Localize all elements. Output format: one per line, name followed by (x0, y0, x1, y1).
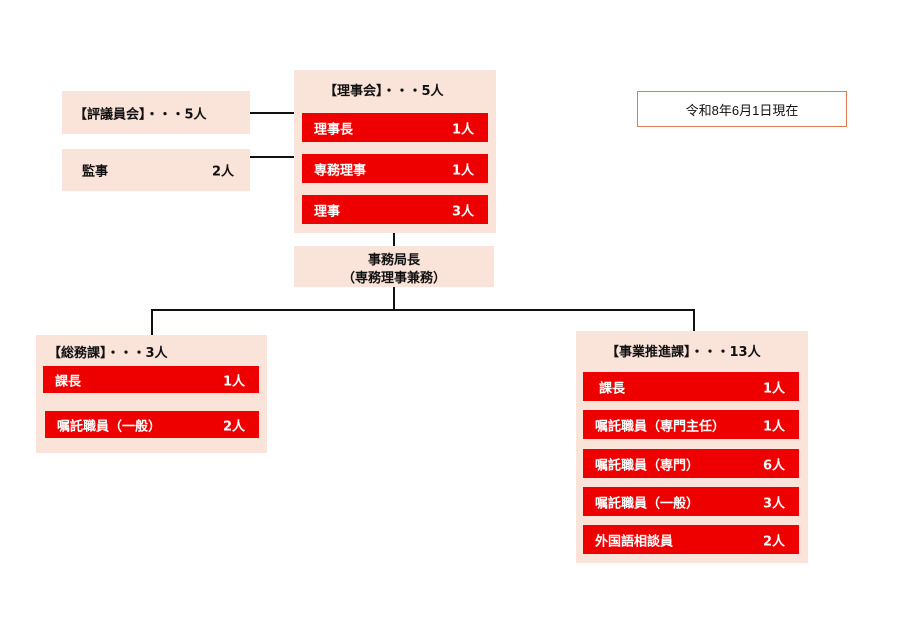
councillors-box: 【評議員会】・・・5人 (62, 91, 250, 134)
auditors-box: 監事 2人 (62, 149, 250, 191)
auditors-count: 2人 (211, 164, 234, 180)
business-promotion-member-specialist: 嘱託職員（専門） 6人 (583, 449, 799, 478)
member-label: 嘱託職員（一般） (595, 496, 700, 511)
connector-auditors-board (250, 156, 295, 158)
member-label: 嘱託職員（一般） (57, 419, 162, 434)
member-label: 嘱託職員（専門） (595, 458, 700, 473)
member-count: 3人 (451, 204, 474, 219)
general-affairs-panel: 【総務課】・・・3人 課長 1人 嘱託職員（一般） 2人 (36, 335, 267, 453)
member-label: 専務理事 (314, 163, 367, 178)
business-promotion-member-general: 嘱託職員（一般） 3人 (583, 487, 799, 516)
secretary-general-line1: 事務局長 (367, 253, 420, 268)
member-label: 課長 (599, 381, 626, 396)
member-count: 1人 (222, 374, 245, 389)
connector-business-promotion (693, 309, 695, 331)
member-count: 1人 (451, 122, 474, 137)
business-promotion-member-language-advisor: 外国語相談員 2人 (583, 525, 799, 554)
member-label: 理事長 (314, 122, 354, 137)
business-promotion-member-specialist-lead: 嘱託職員（専門主任） 1人 (583, 410, 799, 439)
connector-horizontal (151, 309, 695, 311)
board-member-directors: 理事 3人 (302, 195, 488, 224)
general-affairs-member-chief: 課長 1人 (43, 366, 259, 393)
member-count: 2人 (762, 534, 785, 549)
board-member-executive-director: 専務理事 1人 (302, 154, 488, 183)
member-label: 外国語相談員 (595, 534, 674, 549)
secretary-general-box: 事務局長 （専務理事兼務） (294, 246, 494, 287)
member-count: 1人 (451, 163, 474, 178)
connector-general-affairs (151, 309, 153, 335)
general-affairs-member-contract: 嘱託職員（一般） 2人 (45, 411, 259, 438)
member-label: 嘱託職員（専門主任） (595, 419, 726, 434)
board-member-chairman: 理事長 1人 (302, 113, 488, 142)
member-label: 理事 (314, 204, 341, 219)
board-title: 【理事会】・・・5人 (324, 84, 444, 99)
board-panel: 【理事会】・・・5人 理事長 1人 専務理事 1人 理事 3人 (294, 70, 496, 233)
general-affairs-title: 【総務課】・・・3人 (48, 346, 168, 361)
business-promotion-title: 【事業推進課】・・・13人 (606, 345, 761, 360)
connector-councillors-board (250, 112, 295, 114)
member-count: 2人 (222, 419, 245, 434)
business-promotion-member-chief: 課長 1人 (583, 372, 799, 401)
member-count: 1人 (762, 419, 785, 434)
connector-secretary-branch (393, 287, 395, 309)
connector-board-secretary (393, 233, 395, 246)
auditors-label: 監事 (82, 164, 109, 180)
councillors-label: 【評議員会】・・・5人 (74, 107, 207, 122)
member-count: 3人 (762, 496, 785, 511)
as-of-date: 令和8年6月1日現在 (637, 91, 847, 127)
member-label: 課長 (55, 374, 82, 389)
business-promotion-panel: 【事業推進課】・・・13人 課長 1人 嘱託職員（専門主任） 1人 嘱託職員（専… (576, 331, 808, 563)
secretary-general-line2: （専務理事兼務） (341, 271, 446, 286)
member-count: 1人 (762, 381, 785, 396)
member-count: 6人 (762, 458, 785, 473)
